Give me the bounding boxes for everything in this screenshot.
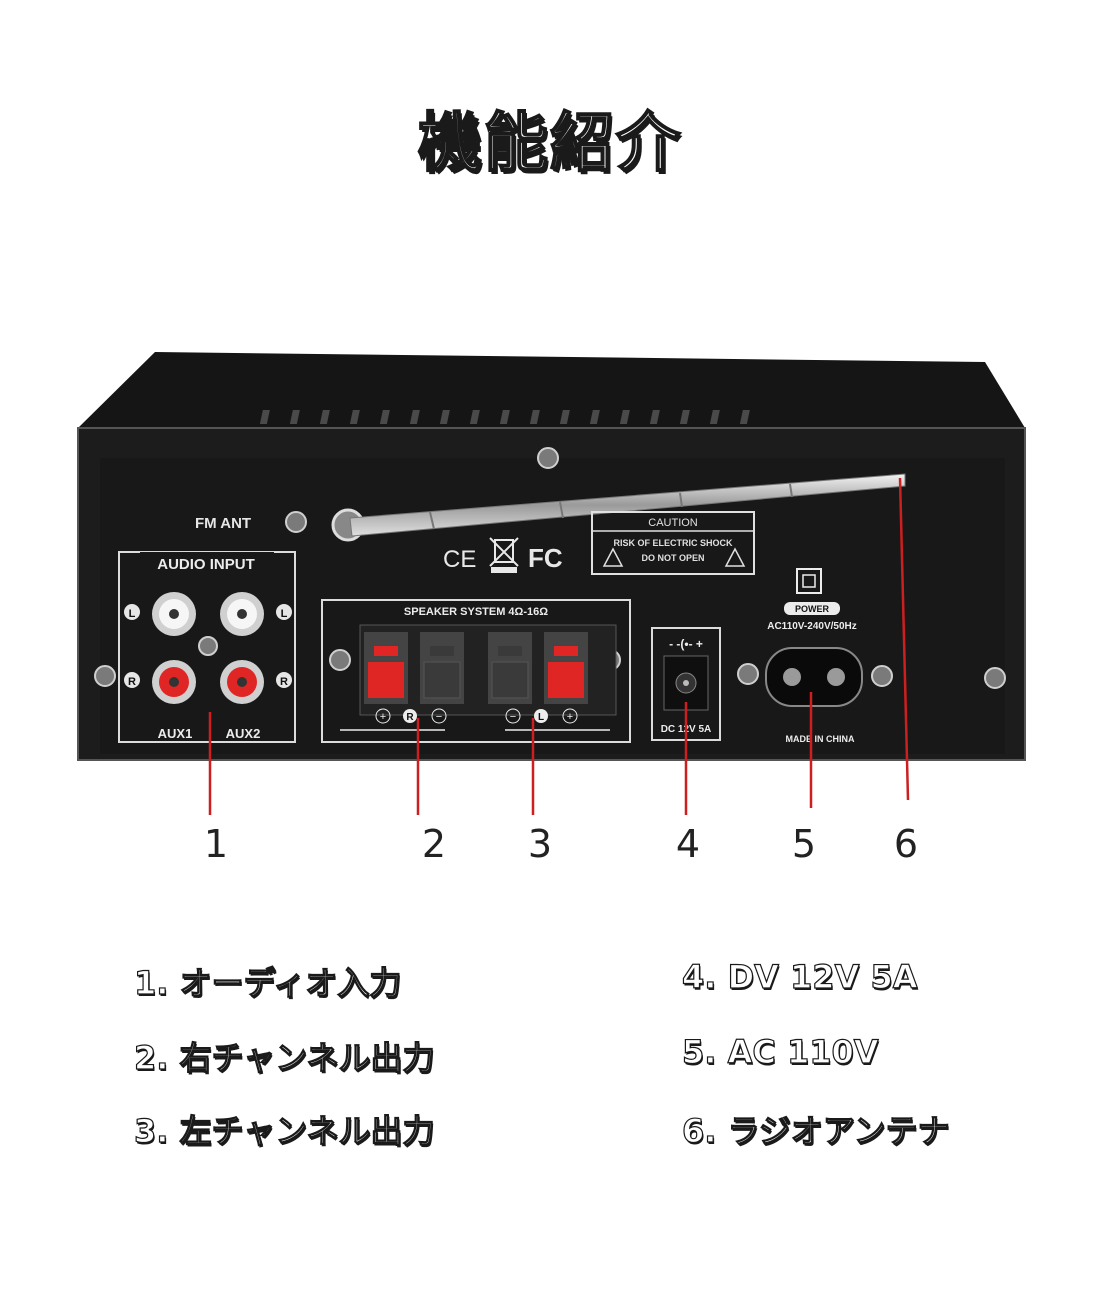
rca-jack-aux2-left[interactable] bbox=[220, 592, 264, 636]
callout-lines bbox=[208, 477, 910, 815]
weee-bin-icon bbox=[489, 537, 519, 573]
aux1-label: AUX1 bbox=[158, 726, 193, 741]
speaker-terminal-left-positive[interactable] bbox=[544, 632, 588, 704]
feature-left-channel: 3. 左チャンネル出力 bbox=[133, 1111, 435, 1150]
svg-text:+: + bbox=[380, 711, 386, 723]
rca-jack-aux2-right[interactable] bbox=[220, 660, 264, 704]
svg-text:L: L bbox=[129, 608, 136, 620]
ac-power-section: POWER AC110V-240V/50Hz MADE IN CHINA bbox=[767, 568, 857, 744]
audio-input-section: AUDIO INPUT AUX1 AUX2 L L R R bbox=[118, 551, 296, 743]
feature-audio-input: 1. オーディオ入力 bbox=[133, 963, 402, 1002]
svg-text:CAUTION: CAUTION bbox=[648, 517, 698, 529]
svg-text:+: + bbox=[567, 711, 573, 723]
svg-text:R: R bbox=[280, 676, 288, 688]
svg-text:- -(•- +: - -(•- + bbox=[669, 637, 703, 651]
feature-right-channel: 2. 右チャンネル出力 bbox=[133, 1038, 435, 1077]
audio-input-label: AUDIO INPUT bbox=[157, 556, 255, 573]
svg-text:DO NOT OPEN: DO NOT OPEN bbox=[641, 553, 704, 563]
svg-text:L: L bbox=[281, 608, 288, 620]
feature-radio-antenna: 6. ラジオアンテナ bbox=[681, 1111, 950, 1150]
radio-antenna[interactable] bbox=[331, 473, 906, 542]
made-in-label: MADE IN CHINA bbox=[786, 734, 855, 744]
amplifier-rear-panel: FM ANT CE FC CAUTION RISK OF ELECTRIC SH… bbox=[77, 352, 1026, 815]
feature-ac-input: 5. AC 110V bbox=[681, 1032, 879, 1071]
rca-jack-aux1-right[interactable] bbox=[152, 660, 196, 704]
rca-jack-aux1-left[interactable] bbox=[152, 592, 196, 636]
fc-mark: FC bbox=[528, 543, 563, 573]
dc-power-jack[interactable] bbox=[663, 655, 709, 711]
speaker-terminal-right-negative[interactable] bbox=[420, 632, 464, 704]
panel-screws bbox=[94, 447, 1006, 689]
aux2-label: AUX2 bbox=[226, 726, 261, 741]
top-cover bbox=[78, 352, 1025, 428]
callout-number-6: 6 bbox=[893, 822, 919, 866]
svg-text:R: R bbox=[406, 712, 414, 723]
svg-text:R: R bbox=[128, 676, 136, 688]
callout-number-4: 4 bbox=[675, 822, 701, 866]
svg-text:RISK OF ELECTRIC SHOCK: RISK OF ELECTRIC SHOCK bbox=[613, 538, 733, 548]
svg-text:L: L bbox=[538, 712, 544, 723]
speaker-system-label: SPEAKER SYSTEM 4Ω-16Ω bbox=[404, 606, 548, 618]
callout-number-3: 3 bbox=[527, 822, 553, 866]
feature-dc-input: 4. DV 12V 5A bbox=[681, 957, 918, 996]
svg-text:−: − bbox=[436, 711, 442, 723]
callout-number-5: 5 bbox=[791, 822, 817, 866]
speaker-terminal-right-positive[interactable] bbox=[364, 632, 408, 704]
speaker-terminal-left-negative[interactable] bbox=[488, 632, 532, 704]
page-title: 機能紹介 bbox=[417, 106, 682, 182]
ac-rating-label: AC110V-240V/50Hz bbox=[767, 621, 857, 632]
power-label: POWER bbox=[795, 604, 830, 614]
callout-number-2: 2 bbox=[421, 822, 447, 866]
ce-mark: CE bbox=[443, 546, 476, 573]
fm-ant-label: FM ANT bbox=[195, 515, 251, 532]
svg-text:−: − bbox=[510, 711, 516, 723]
ac-power-inlet[interactable] bbox=[765, 647, 863, 707]
caution-label: CAUTION RISK OF ELECTRIC SHOCK DO NOT OP… bbox=[591, 511, 755, 575]
vent-slots bbox=[259, 410, 750, 424]
callout-number-1: 1 bbox=[203, 822, 229, 866]
